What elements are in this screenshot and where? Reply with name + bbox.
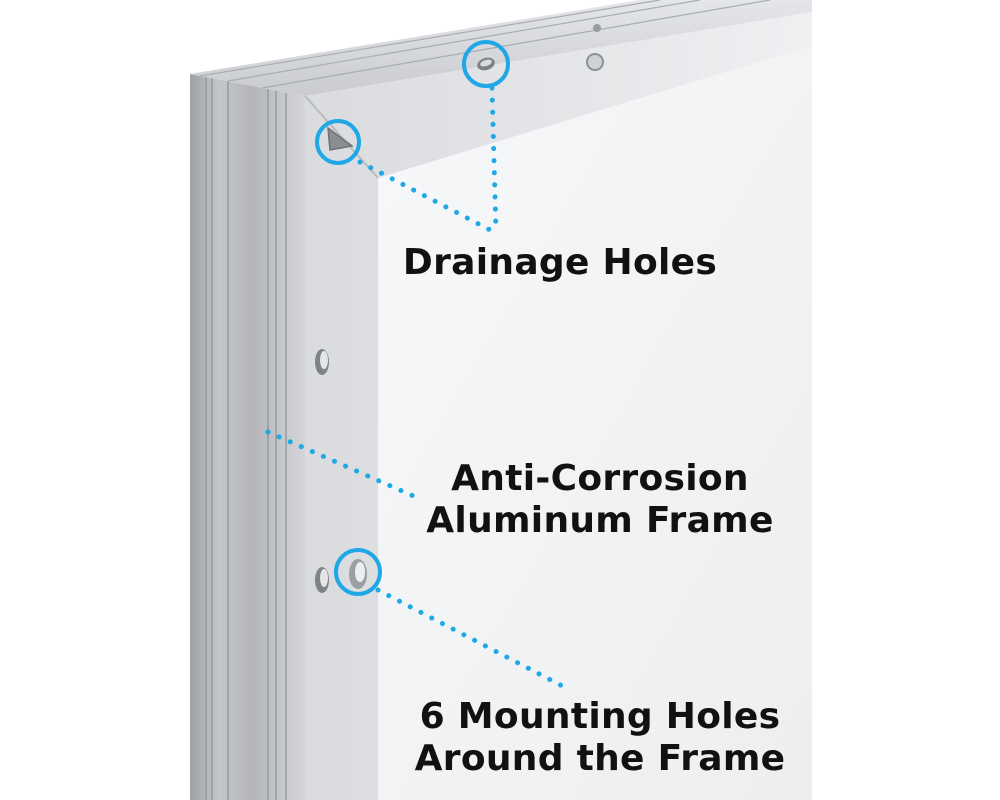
frame-lip-edge <box>304 95 379 179</box>
frame-label-line1: Anti-Corrosion <box>451 458 749 499</box>
mounting-hole-lower <box>315 567 329 593</box>
mounting-label-line1: 6 Mounting Holes <box>419 696 781 737</box>
mounting-hole-upper <box>315 349 329 375</box>
leader-mounting <box>375 587 573 693</box>
panel-right-edge <box>812 0 1000 800</box>
callout-circle-top-drainage <box>462 40 510 88</box>
drainage-hole-top <box>477 57 495 71</box>
callout-circle-mounting-hole <box>334 548 382 596</box>
top-rivet-holes <box>586 24 604 71</box>
frame-label: Anti-Corrosion Aluminum Frame <box>380 458 820 542</box>
drainage-hole-corner <box>327 126 354 151</box>
drainage-holes-label: Drainage Holes <box>380 242 740 284</box>
frame-label-line2: Aluminum Frame <box>426 500 774 541</box>
frame-side-grooves <box>205 77 287 800</box>
leader-top-drainage <box>489 85 499 235</box>
frame-side-face <box>190 74 305 800</box>
callout-circle-corner-drainage <box>315 119 361 165</box>
frame-front-lip <box>305 12 812 800</box>
drainage-holes-text: Drainage Holes <box>402 242 718 283</box>
mounting-holes-label: 6 Mounting Holes Around the Frame <box>380 696 820 780</box>
mounting-label-line2: Around the Frame <box>414 738 786 779</box>
panel-face <box>378 46 812 800</box>
mounting-hole-front <box>349 559 367 589</box>
frame-top-grooves <box>199 0 771 89</box>
leader-corner-drainage <box>357 159 497 235</box>
